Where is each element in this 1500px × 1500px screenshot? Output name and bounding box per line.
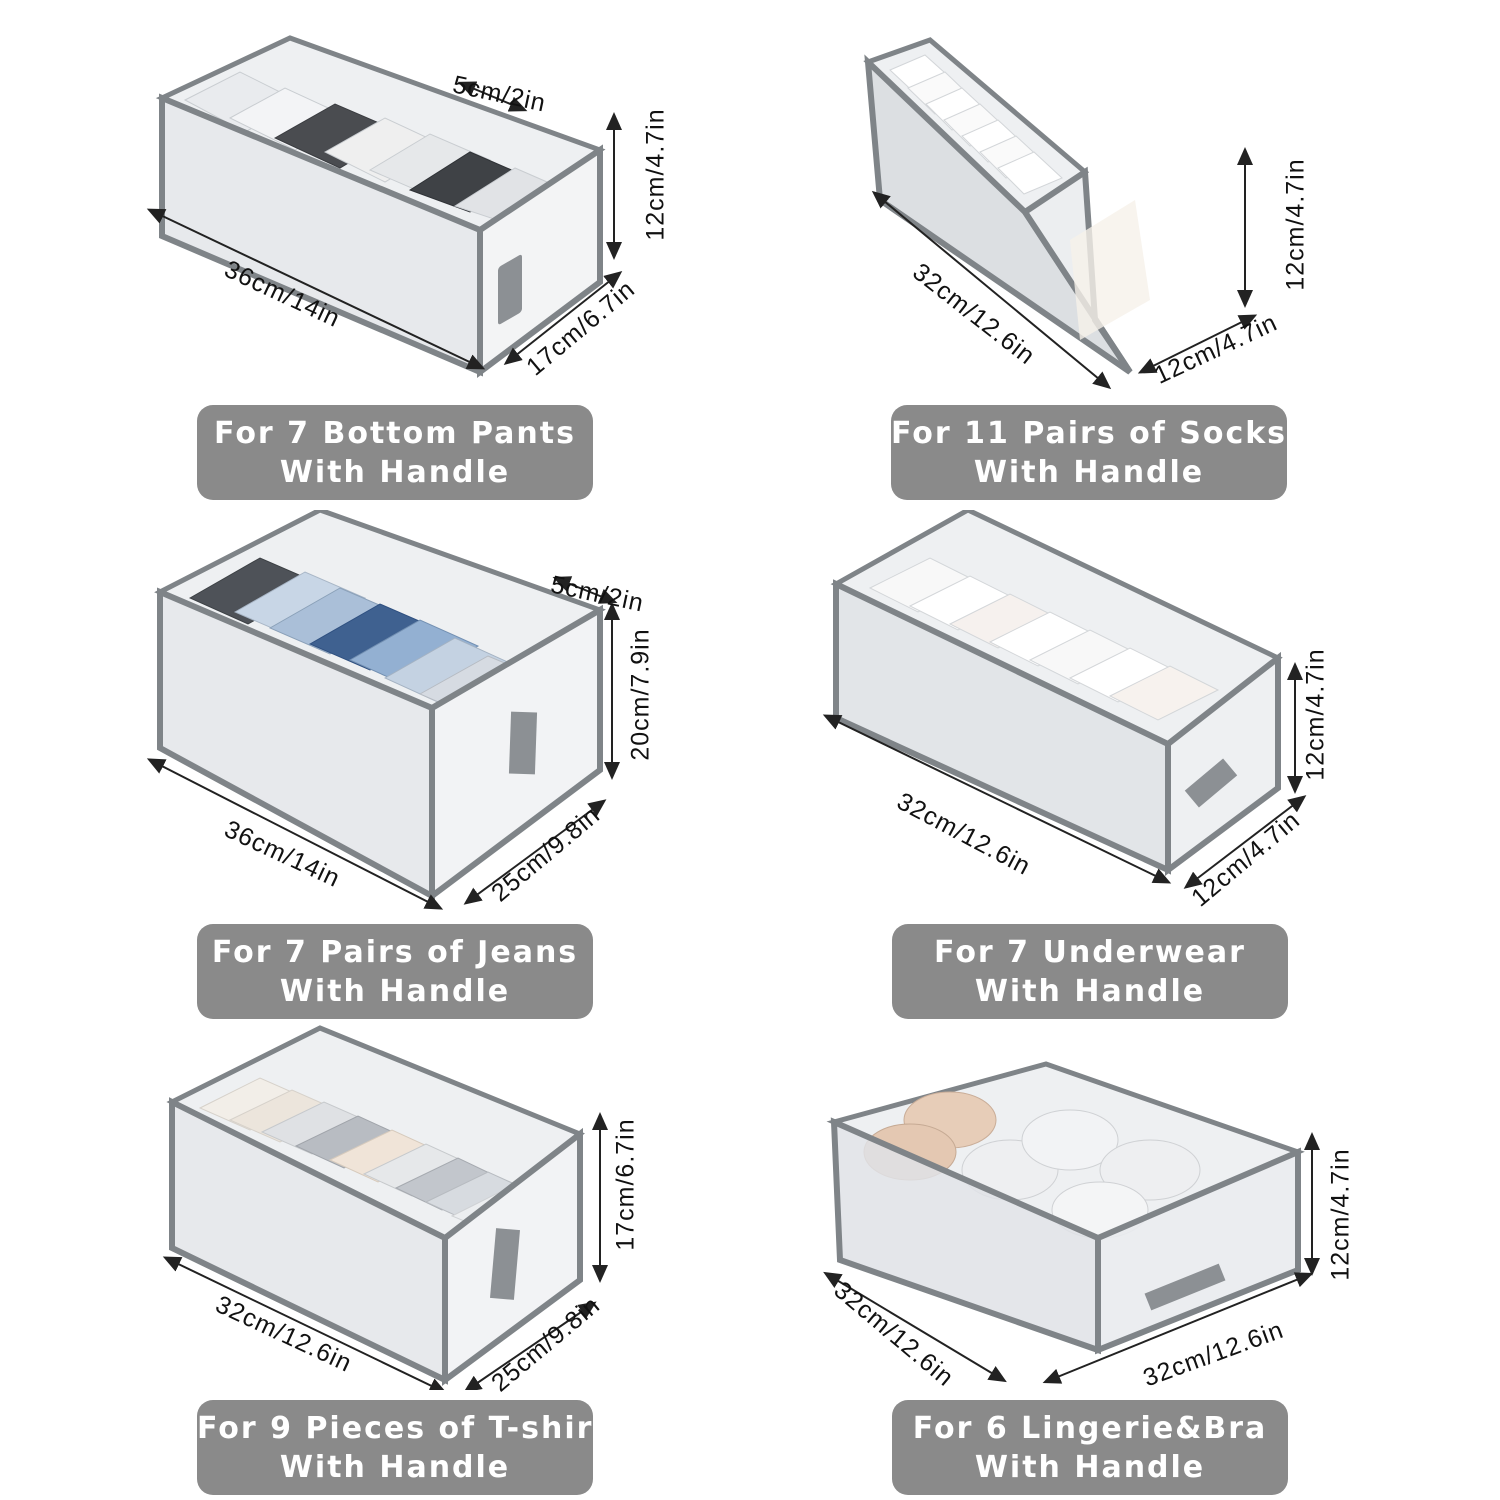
- product-label: For 7 Underwear With Handle: [892, 924, 1288, 1019]
- dim-height: 20cm/7.9in: [626, 628, 655, 761]
- dim-height: 12cm/4.7in: [1301, 648, 1330, 781]
- product-label-title: For 7 Underwear: [934, 934, 1246, 970]
- dim-height: 12cm/4.7in: [1281, 158, 1310, 291]
- folded-underwear: [868, 557, 1220, 721]
- storage-bin-illustration: [146, 35, 623, 378]
- product-label-subtitle: With Handle: [279, 454, 511, 490]
- product-label-title: For 7 Bottom Pants: [214, 415, 576, 451]
- product-label-title: For 9 Pieces of T-shirt: [197, 1410, 610, 1446]
- dim-height: 12cm/4.7in: [641, 108, 670, 241]
- product-panel-lingerie: 12cm/4.7in 32cm/12.6in 32cm/12.6in For 6…: [750, 1020, 1500, 1500]
- product-label-title: For 6 Lingerie&Bra: [912, 1410, 1268, 1446]
- product-label: For 11 Pairs of Socks With Handle: [891, 405, 1287, 500]
- product-label-subtitle: With Handle: [973, 454, 1205, 490]
- product-label-title: For 11 Pairs of Socks: [891, 415, 1288, 451]
- storage-bin-illustration: [822, 510, 1307, 889]
- product-label-subtitle: With Handle: [279, 1449, 511, 1485]
- storage-bin-illustration: [146, 510, 620, 910]
- product-panel-tshirt: 17cm/6.7in 32cm/12.6in 25cm/9.8in For 9 …: [0, 1020, 750, 1500]
- storage-bin-illustration: [823, 1061, 1320, 1384]
- dim-height: 12cm/4.7in: [1326, 1148, 1355, 1281]
- product-label-subtitle: With Handle: [279, 973, 511, 1009]
- rolled-socks: [889, 54, 1063, 195]
- product-panel-socks: 12cm/4.7in 32cm/12.6in 12cm/4.7in For 11…: [750, 0, 1500, 510]
- product-panel-bottom-pants: 5cm/2in 12cm/4.7in 36cm/14in 17cm/6.7in …: [0, 0, 750, 510]
- product-label-subtitle: With Handle: [974, 973, 1206, 1009]
- product-label-subtitle: With Handle: [974, 1449, 1206, 1485]
- storage-bin-illustration: [863, 37, 1258, 390]
- product-label-title: For 7 Pairs of Jeans: [211, 934, 579, 970]
- dim-height: 17cm/6.7in: [611, 1118, 640, 1251]
- product-panel-underwear: 12cm/4.7in 32cm/12.6in 12cm/4.7in For 7 …: [750, 510, 1500, 1020]
- product-label: For 7 Bottom Pants With Handle: [197, 405, 593, 500]
- product-label: For 6 Lingerie&Bra With Handle: [892, 1400, 1288, 1495]
- storage-bin-illustration: [162, 1025, 608, 1390]
- product-panel-jeans: 5cm/2in 20cm/7.9in 36cm/14in 25cm/9.8in …: [0, 510, 750, 1020]
- folded-jeans: [188, 557, 547, 719]
- product-label: For 7 Pairs of Jeans With Handle: [197, 924, 593, 1019]
- product-label: For 9 Pieces of T-shirt With Handle: [197, 1400, 610, 1495]
